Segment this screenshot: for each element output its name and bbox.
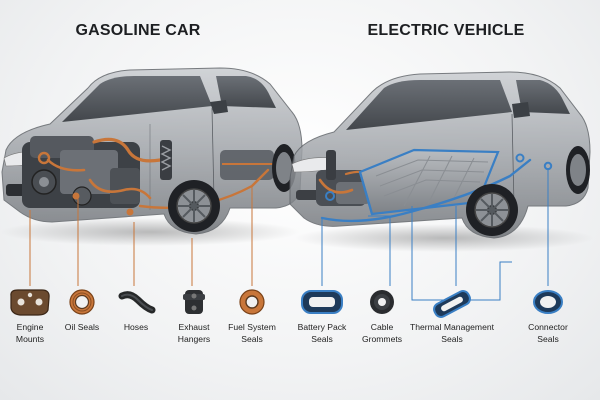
label-thermal-management-seals-line1: Thermal Management [409,322,495,332]
label-connector-seals-line1: Connector [528,322,568,332]
engine-assembly [22,136,162,216]
label-fuel-system-seals: Fuel System Seals [207,321,297,345]
label-battery-pack-seals: Battery Pack Seals [277,321,367,345]
oil-seal-icon [69,289,95,315]
label-fuel-system-seals-line1: Fuel System [228,322,276,332]
gasoline-car [0,67,303,246]
gasoline-callout-lines [29,186,253,286]
label-connector-seals-line2: Seals [537,334,559,344]
electric-vehicle [289,71,594,252]
ev-callout-lines [321,168,549,301]
label-thermal-management-seals-line2: Seals [441,334,463,344]
label-exhaust-hangers: Exhaust Hangers [149,321,239,345]
label-exhaust-hangers-line1: Exhaust [178,322,210,332]
thermal-seal-icon [433,290,471,318]
connector-seal-icon [533,290,563,314]
label-cable-grommets: Cable Grommets [337,321,427,345]
gasoline-car-title: GASOLINE CAR [75,22,201,39]
label-cable-grommets-line1: Cable [370,322,394,332]
exhaust-hanger-icon [183,290,205,314]
hose-icon [118,291,156,314]
label-engine-mounts-line2: Mounts [15,334,45,344]
gasoline-front-wheel [168,180,220,232]
label-hoses-line1: Hoses [123,322,149,332]
label-oil-seals-line1: Oil Seals [64,322,100,332]
label-battery-pack-seals-line1: Battery Pack [297,322,347,332]
battery-seal-icon [301,290,343,314]
grommet-icon [370,290,394,314]
electric-vehicle-title: ELECTRIC VEHICLE [367,22,525,39]
label-thermal-management-seals: Thermal Management Seals [407,321,497,345]
fuel-seal-icon [239,289,265,315]
label-battery-pack-seals-line2: Seals [311,334,333,344]
label-engine-mounts: Engine Mounts [0,321,75,345]
label-hoses: Hoses [91,321,181,333]
label-exhaust-hangers-line2: Hangers [177,334,211,344]
engine-mount-icon [10,289,50,316]
battery-pack [320,148,553,223]
label-connector-seals: Connector Seals [503,321,593,345]
ev-rear-wheel [566,146,590,194]
label-cable-grommets-line2: Grommets [361,334,403,344]
label-engine-mounts-line1: Engine [16,322,44,332]
label-oil-seals: Oil Seals [37,321,127,333]
label-fuel-system-seals-line2: Seals [241,334,263,344]
ev-front-wheel [466,184,518,236]
